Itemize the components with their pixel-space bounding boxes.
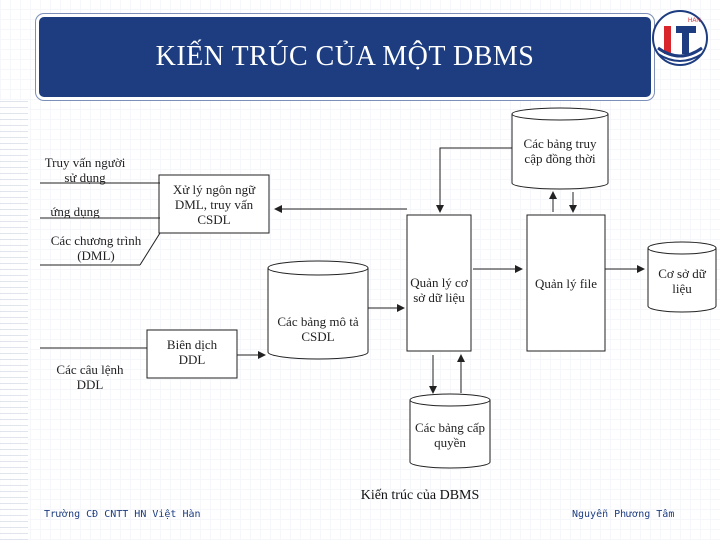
metadata-tables-label: Các bảng mô tả CSDL xyxy=(277,314,359,344)
file-manager-label: Quản lý file xyxy=(534,276,598,291)
logo-text: HAN xyxy=(688,18,701,24)
data-cylinder xyxy=(647,241,717,313)
db-manager-box xyxy=(406,214,472,352)
college-logo-icon: HAN xyxy=(652,10,708,66)
ddl-compiler-label: Biên dịch DDL xyxy=(166,337,218,367)
metadata-tables-cylinder xyxy=(267,260,369,360)
file-manager-box xyxy=(526,214,606,352)
data-label: Cơ sở dữ liệu xyxy=(658,266,706,296)
program-label: Các chương trình (DML) xyxy=(50,233,142,263)
ddl-compiler-box xyxy=(146,329,238,379)
application-label: ứng dụng xyxy=(50,204,100,219)
side-decoration xyxy=(0,100,28,540)
title-banner: KIẾN TRÚC CỦA MỘT DBMS xyxy=(36,14,654,100)
dml-processor-box xyxy=(158,174,270,234)
concurrency-to-db-arrow xyxy=(436,147,512,213)
user-query-label: Truy vấn người sử dụng xyxy=(44,155,126,185)
authorization-tables-label: Các bảng cấp quyền xyxy=(414,420,486,450)
concurrency-tables-label: Các bảng truy cập đồng thời xyxy=(523,136,597,166)
authorization-tables-cylinder xyxy=(409,393,491,469)
db-manager-label: Quản lý cơ sở dữ liệu xyxy=(410,275,468,305)
dml-processor-label: Xử lý ngôn ngữ DML, truy vấn CSDL xyxy=(172,182,256,227)
footer-institution: Trường CĐ CNTT HN Việt Hàn xyxy=(44,509,201,520)
footer-author: Nguyễn Phương Tâm xyxy=(572,509,675,520)
program-connector xyxy=(139,232,161,266)
concurrency-tables-cylinder xyxy=(511,107,609,190)
slide-title: KIẾN TRÚC CỦA MỘT DBMS xyxy=(155,41,535,72)
ddl-statements-label: Các câu lệnh DDL xyxy=(56,362,124,392)
diagram-caption: Kiến trúc của DBMS xyxy=(360,488,480,503)
